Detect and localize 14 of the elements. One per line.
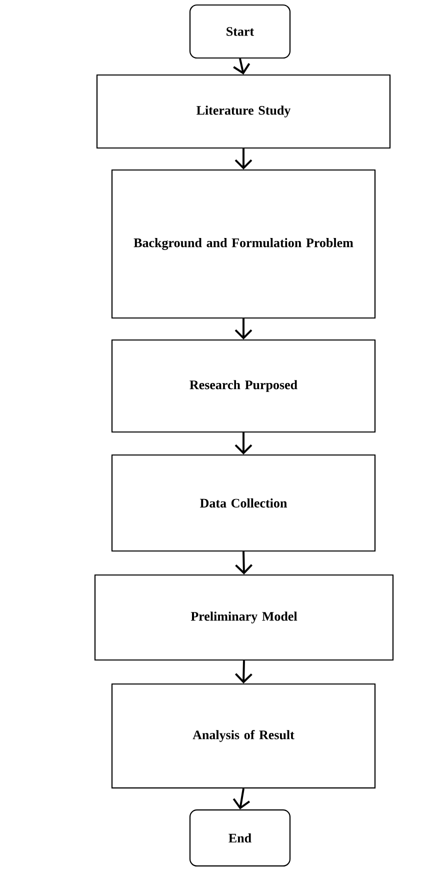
process-box: Background and Formulation Problem xyxy=(111,169,376,319)
process-box: Analysis of Result xyxy=(111,683,376,789)
arrow xyxy=(234,148,252,170)
arrow xyxy=(234,432,252,454)
process-box: Preliminary Model xyxy=(94,574,394,661)
arrow xyxy=(232,788,250,810)
terminal-box: End xyxy=(189,809,291,867)
process-box: Research Purposed xyxy=(111,339,376,433)
terminal-box: Start xyxy=(189,4,291,59)
arrow xyxy=(235,552,253,574)
arrow xyxy=(234,660,252,684)
arrow xyxy=(234,318,252,340)
process-box: Literature Study xyxy=(96,74,391,149)
process-box: Data Collection xyxy=(111,454,376,552)
